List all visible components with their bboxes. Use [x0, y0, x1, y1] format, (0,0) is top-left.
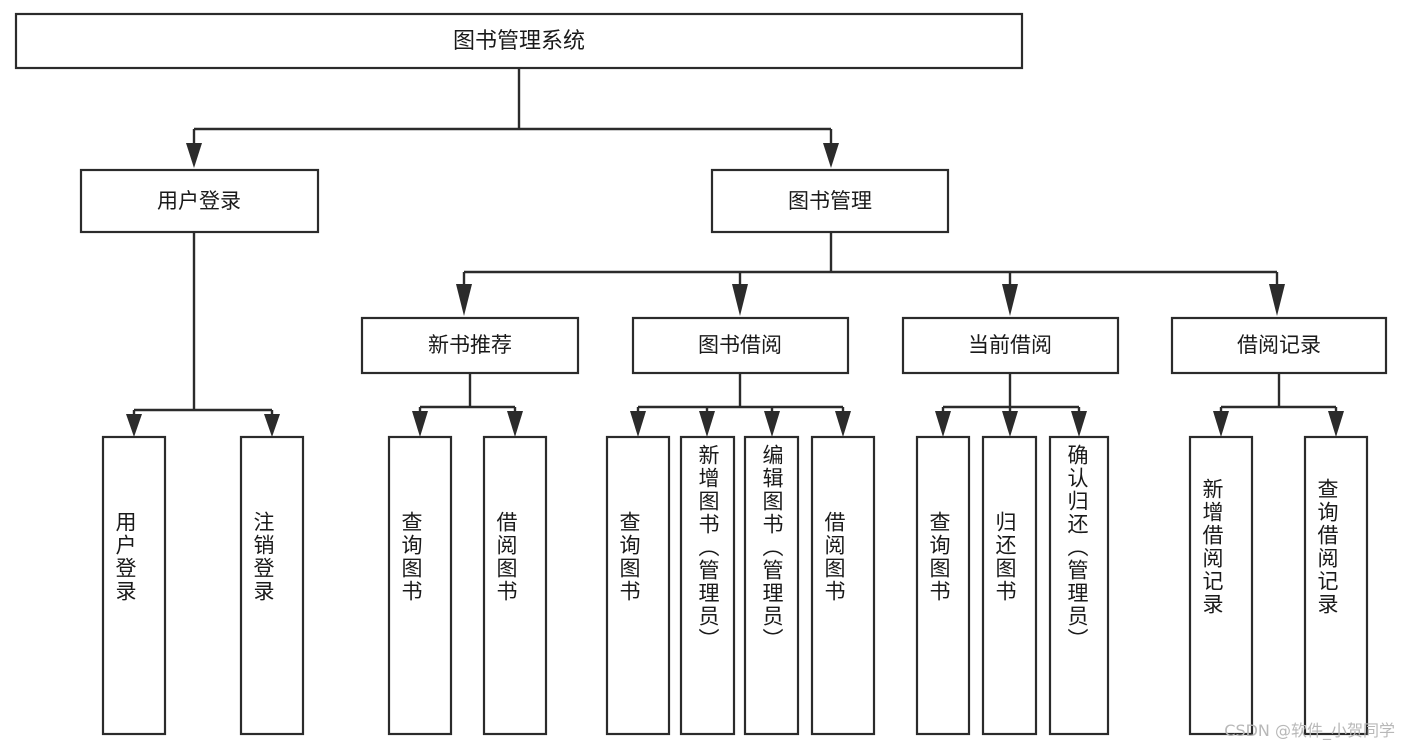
node-box-leaf-return-book[interactable]	[981, 435, 1038, 736]
node-box-book-borrow[interactable]	[631, 316, 850, 375]
node-label-leaf-return-book: 归还图书	[993, 511, 1018, 603]
connector-group-book-borrow	[630, 373, 851, 437]
node-label-leaf-query-book-1: 查询图书	[399, 511, 424, 603]
node-box-leaf-query-record[interactable]	[1303, 435, 1369, 736]
node-box-leaf-query-book-2[interactable]	[605, 435, 671, 736]
node-label-leaf-query-book-2: 查询图书	[617, 511, 642, 603]
arrow-head-leaf-query-record	[1328, 411, 1344, 437]
arrow-head-leaf-edit-book	[764, 411, 780, 437]
connector-group-borrow-record	[1213, 373, 1344, 437]
arrow-head-leaf-borrow-book-2	[835, 411, 851, 437]
connector-group-new-book-recommend	[412, 373, 523, 437]
arrow-head-leaf-borrow-book-1	[507, 411, 523, 437]
node-label-leaf-user-logout: 注销登录	[251, 511, 276, 603]
arrow-head-leaf-query-book-2	[630, 411, 646, 437]
node-box-new-book-recommend[interactable]	[360, 316, 580, 375]
node-box-leaf-add-record[interactable]	[1188, 435, 1254, 736]
arrow-head-leaf-query-book-3	[935, 411, 951, 437]
arrow-head-leaf-user-login	[126, 414, 142, 437]
node-box-leaf-edit-book[interactable]	[743, 435, 800, 736]
node-label-user-login: 用户登录	[157, 189, 241, 213]
node-box-leaf-borrow-book-2[interactable]	[810, 435, 876, 736]
node-label-leaf-borrow-book-1: 借阅图书	[494, 511, 519, 603]
node-label-leaf-confirm-return: 确认归还（管理员）	[1065, 444, 1090, 651]
node-box-leaf-query-book-1[interactable]	[387, 435, 453, 736]
connector-group-user-login	[126, 232, 280, 437]
arrow-head-book-borrow	[732, 284, 748, 316]
arrow-head-leaf-add-record	[1213, 411, 1229, 437]
connector-group-root	[186, 68, 839, 168]
node-box-user-login[interactable]	[79, 168, 320, 234]
node-label-borrow-record: 借阅记录	[1237, 333, 1321, 357]
node-box-leaf-confirm-return[interactable]	[1048, 435, 1110, 736]
node-box-leaf-user-login[interactable]	[101, 435, 167, 736]
node-box-current-borrow[interactable]	[901, 316, 1120, 375]
node-label-leaf-add-record: 新增借阅记录	[1200, 478, 1225, 616]
arrow-head-leaf-query-book-1	[412, 411, 428, 437]
node-label-root: 图书管理系统	[453, 29, 585, 54]
node-label-leaf-query-record: 查询借阅记录	[1315, 478, 1340, 616]
node-label-leaf-add-book: 新增图书（管理员）	[696, 444, 721, 651]
node-box-leaf-query-book-3[interactable]	[915, 435, 971, 736]
arrow-head-current-borrow	[1002, 284, 1018, 316]
node-box-borrow-record[interactable]	[1170, 316, 1388, 375]
node-box-leaf-user-logout[interactable]	[239, 435, 305, 736]
arrow-head-user-login	[186, 143, 202, 168]
node-label-book-borrow: 图书借阅	[698, 333, 782, 357]
node-label-new-book-recommend: 新书推荐	[428, 333, 512, 357]
node-box-leaf-add-book[interactable]	[679, 435, 736, 736]
arrow-head-new-book-recommend	[456, 284, 472, 316]
arrow-head-leaf-user-logout	[264, 414, 280, 437]
node-box-leaf-borrow-book-1[interactable]	[482, 435, 548, 736]
arrow-head-leaf-add-book	[699, 411, 715, 437]
connector-group-current-borrow	[935, 373, 1087, 437]
node-label-leaf-edit-book: 编辑图书（管理员）	[760, 444, 785, 651]
node-label-current-borrow: 当前借阅	[968, 333, 1052, 357]
node-label-leaf-borrow-book-2: 借阅图书	[822, 511, 847, 603]
arrow-head-leaf-return-book	[1002, 411, 1018, 437]
node-label-leaf-user-login: 用户登录	[113, 511, 138, 603]
connector-group-book-manage	[456, 232, 1285, 316]
watermark-text: CSDN @软件_小贺同学	[1224, 721, 1395, 740]
arrow-head-leaf-confirm-return	[1071, 411, 1087, 437]
arrow-head-borrow-record	[1269, 284, 1285, 316]
node-box-root[interactable]	[14, 12, 1024, 70]
node-label-book-manage: 图书管理	[788, 189, 872, 213]
arrow-head-book-manage	[823, 143, 839, 168]
node-label-leaf-query-book-3: 查询图书	[927, 511, 952, 603]
node-box-book-manage[interactable]	[710, 168, 950, 234]
